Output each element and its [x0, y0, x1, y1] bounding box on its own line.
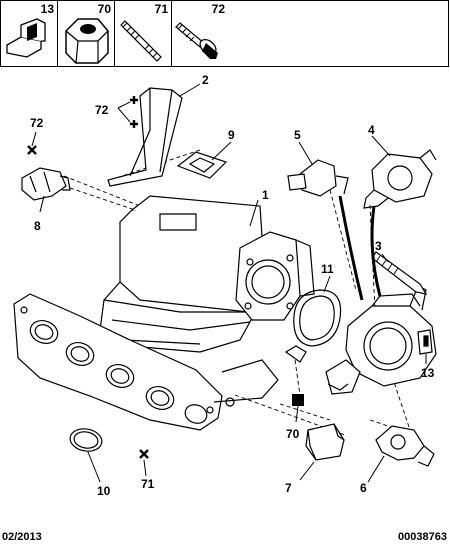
callout-11: 11 [321, 262, 334, 276]
sensor-7 [305, 423, 345, 461]
callout-6: 6 [360, 481, 367, 495]
callout-9: 9 [228, 128, 235, 142]
footer-date: 02/2013 [2, 531, 42, 543]
sensor-5 [299, 159, 337, 197]
bracket-2 [107, 87, 183, 187]
stud-bolt-icon [120, 20, 162, 62]
part-number: 71 [154, 2, 168, 16]
header-part-70[interactable]: 70 [58, 1, 115, 66]
part-number: 72 [211, 2, 225, 16]
callout-71: 71 [141, 477, 155, 491]
intake-ports [29, 320, 208, 424]
callout-70: 70 [286, 427, 300, 441]
header-part-72[interactable]: 72 [172, 1, 228, 66]
callout-13: 13 [421, 366, 435, 380]
o-ring-10 [69, 428, 103, 452]
rubber-sleeve-icon [65, 18, 109, 64]
callout-72-bracket: 72 [95, 103, 109, 117]
sleeve-70-marker [292, 394, 304, 406]
sensor-8 [21, 167, 67, 201]
callout-2: 2 [202, 73, 209, 87]
callout-1: 1 [262, 188, 269, 202]
bracket-clip-icon [6, 18, 46, 58]
callout-4: 4 [368, 123, 375, 137]
callout-8: 8 [34, 219, 41, 233]
callout-72-sensor: 72 [30, 116, 44, 130]
part-number: 70 [97, 2, 111, 16]
callout-leaders [39, 83, 427, 483]
header-part-13[interactable]: 13 [1, 1, 58, 66]
intake-manifold-exploded-diagram [13, 83, 437, 483]
sensor-6 [375, 425, 425, 461]
idle-valve-4 [371, 153, 433, 203]
flange-screw-icon [175, 22, 218, 59]
gasket-9 [176, 151, 228, 179]
throttle-body-3 [345, 305, 437, 387]
callout-7: 7 [285, 481, 292, 495]
parts-header-strip: 13 70 71 72 [0, 0, 449, 67]
part-number: 13 [40, 2, 54, 16]
o-ring-11 [293, 289, 342, 347]
fastener-cross-markers [27, 96, 149, 459]
callout-3: 3 [375, 239, 382, 253]
cylinder-head-flange [13, 293, 223, 431]
footer-reference: 00038763 [398, 531, 447, 543]
header-part-71[interactable]: 71 [115, 1, 172, 66]
callout-5: 5 [294, 128, 301, 142]
callout-10: 10 [97, 484, 111, 498]
